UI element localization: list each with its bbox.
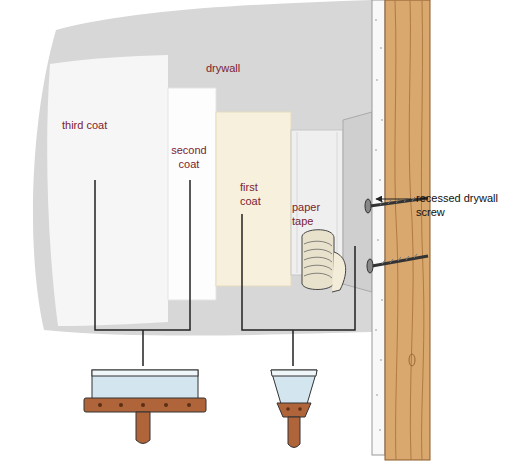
part-label: first coat — [240, 181, 276, 209]
wall-surface — [33, 0, 372, 336]
taping-knife — [84, 370, 206, 444]
second-coat-area — [168, 88, 216, 300]
putty-knife — [271, 370, 317, 448]
bracket — [95, 180, 190, 366]
wood-knot — [409, 354, 415, 366]
wood-stud — [385, 0, 430, 460]
third-coat-area — [47, 55, 168, 326]
gypsum-texture — [375, 19, 383, 431]
paper-tape-roll — [302, 230, 346, 292]
first-coat-area — [216, 112, 291, 286]
part-label: second coat — [167, 144, 211, 172]
part-label: drywall — [206, 62, 266, 76]
bracket — [242, 214, 355, 366]
part-label: recessed drywall screw — [416, 192, 498, 220]
wood-grain — [395, 0, 424, 460]
part-label: paper tape — [292, 201, 330, 229]
drywall-screw — [367, 254, 428, 273]
leader-arrow — [376, 199, 411, 200]
part-label: third coat — [62, 119, 132, 133]
joint-recess — [343, 112, 372, 292]
drywall-edge — [372, 0, 385, 455]
